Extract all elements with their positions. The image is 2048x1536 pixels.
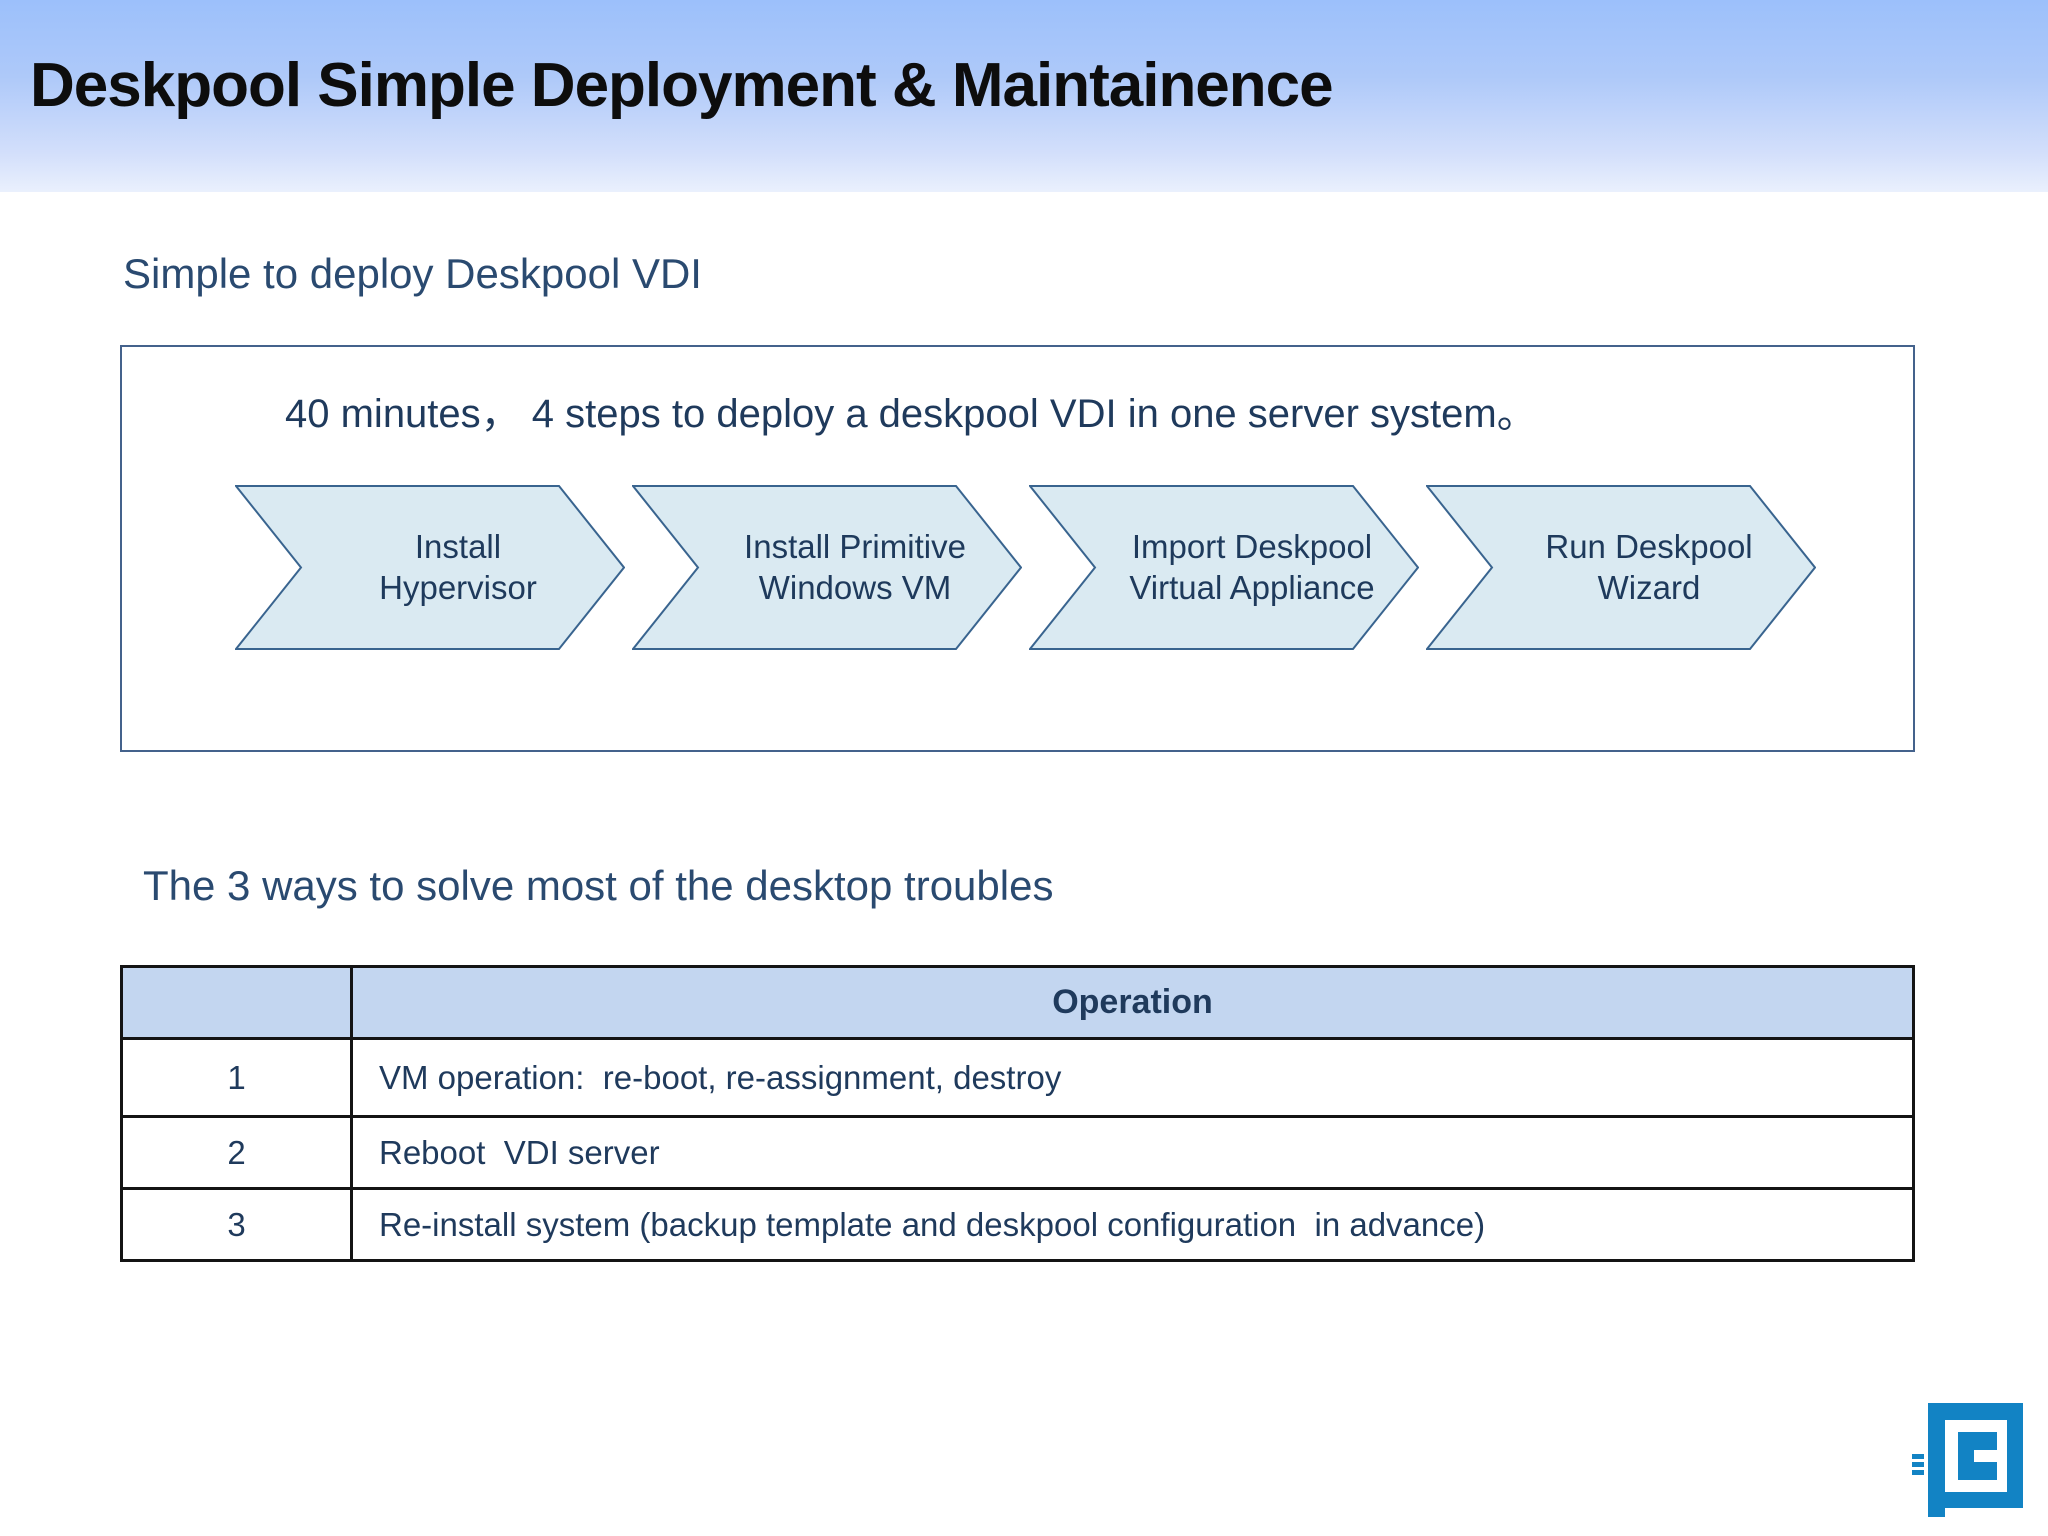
chevron-arrow-icon bbox=[632, 485, 1022, 650]
section2-heading: The 3 ways to solve most of the desktop … bbox=[143, 862, 1054, 909]
table-row: 1 VM operation: re-boot, re-assignment, … bbox=[120, 1037, 1915, 1118]
step-chevron-run-wizard: Run Deskpool Wizard bbox=[1426, 485, 1816, 650]
step-label: Run Deskpool Wizard bbox=[1492, 485, 1806, 650]
chevron-arrow-icon bbox=[1029, 485, 1419, 650]
section1-heading: Simple to deploy Deskpool VDI bbox=[123, 250, 702, 297]
step-label: Import Deskpool Virtual Appliance bbox=[1095, 485, 1409, 650]
row-number: 2 bbox=[120, 1115, 353, 1190]
step-label-line1: Run Deskpool bbox=[1545, 528, 1753, 566]
operation-column-header: Operation bbox=[350, 965, 1915, 1040]
step-label: Install Primitive Windows VM bbox=[698, 485, 1012, 650]
deployment-steps-box: 40 minutes， 4 steps to deploy a deskpool… bbox=[120, 345, 1915, 752]
step-label-line1: Install bbox=[414, 528, 502, 566]
step-label-line1: Install Primitive bbox=[744, 528, 966, 566]
row-operation: Re-install system (backup template and d… bbox=[350, 1187, 1915, 1262]
step-label: Install Hypervisor bbox=[301, 485, 615, 650]
step-label-line2: Wizard bbox=[1597, 568, 1701, 606]
step-label-line1: Import Deskpool bbox=[1131, 528, 1373, 566]
row-number: 1 bbox=[120, 1037, 353, 1118]
table-row: 3 Re-install system (backup template and… bbox=[120, 1187, 1915, 1262]
slide-header-banner: Deskpool Simple Deployment & Maintainenc… bbox=[0, 0, 2048, 192]
step-chevron-install-windows-vm: Install Primitive Windows VM bbox=[632, 485, 1022, 650]
company-logo bbox=[1910, 1390, 2048, 1536]
step-label-line2: Hypervisor bbox=[379, 568, 537, 606]
step-label-line2: Windows VM bbox=[758, 568, 952, 606]
troubleshooting-table: Operation 1 VM operation: re-boot, re-as… bbox=[120, 965, 1915, 1262]
deployment-steps-flow: Install Hypervisor Install Primitive Win… bbox=[235, 485, 1835, 650]
chevron-arrow-icon bbox=[235, 485, 625, 650]
number-column-header bbox=[120, 965, 353, 1040]
row-operation: Reboot VDI server bbox=[350, 1115, 1915, 1190]
row-number: 3 bbox=[120, 1187, 353, 1262]
slide-title: Deskpool Simple Deployment & Maintainenc… bbox=[30, 51, 1334, 120]
table-header-row: Operation bbox=[120, 965, 1915, 1040]
step-label-line2: Virtual Appliance bbox=[1129, 568, 1375, 606]
step-chevron-import-appliance: Import Deskpool Virtual Appliance bbox=[1029, 485, 1419, 650]
row-operation: VM operation: re-boot, re-assignment, de… bbox=[350, 1037, 1915, 1118]
deskpool-logo-icon bbox=[1912, 1403, 2023, 1517]
table-row: 2 Reboot VDI server bbox=[120, 1115, 1915, 1190]
chevron-arrow-icon bbox=[1426, 485, 1816, 650]
step-chevron-install-hypervisor: Install Hypervisor bbox=[235, 485, 625, 650]
deployment-caption: 40 minutes， 4 steps to deploy a deskpool… bbox=[285, 392, 1537, 436]
